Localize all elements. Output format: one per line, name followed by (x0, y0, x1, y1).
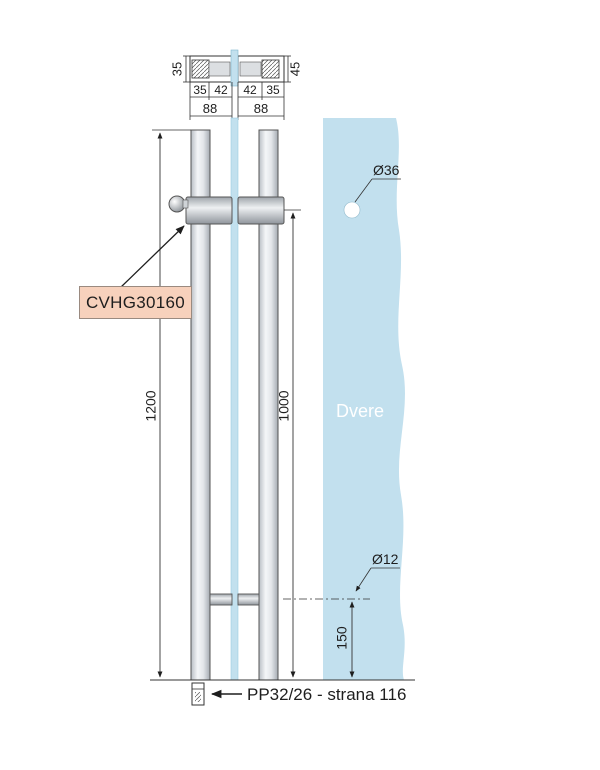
top-right-inner-label: 42 (243, 83, 257, 97)
dim-bar-spacing-label: 1000 (276, 390, 292, 421)
door-glass (323, 118, 405, 680)
clamp-right (237, 196, 285, 225)
dim-total-length-label: 1200 (143, 390, 159, 421)
top-right-outer-label: 35 (266, 83, 280, 97)
top-left-total-label: 88 (203, 101, 217, 116)
connector-right (237, 593, 260, 606)
top-left-outer-label: 35 (193, 83, 207, 97)
glass-labels: Ø36 Dvere Ø12 (336, 162, 401, 592)
connector-left (209, 593, 233, 606)
hole-large (343, 201, 361, 219)
dim-bottom-offset-label: 150 (334, 626, 350, 650)
handle-bars (168, 129, 285, 706)
callout-leaders: PP32/26 - strana 116 (119, 225, 406, 704)
part-code-label: CVHG30160 (79, 286, 192, 319)
clamp-left (185, 196, 233, 225)
clamp-knob (168, 195, 186, 213)
top-right-total-label: 88 (254, 101, 268, 116)
door-label: Dvere (336, 401, 384, 421)
top-height-right-label: 45 (287, 62, 302, 76)
dimension-lines: 1200 1000 150 (143, 129, 370, 678)
top-height-left-label: 35 (169, 62, 184, 76)
hole-small-label: Ø12 (372, 551, 399, 567)
hole-large-label: Ø36 (373, 162, 400, 178)
top-view: 35 45 35 42 42 35 88 88 (169, 49, 302, 120)
top-left-inner-label: 42 (214, 83, 228, 97)
bottom-ref-label: PP32/26 - strana 116 (247, 685, 406, 704)
